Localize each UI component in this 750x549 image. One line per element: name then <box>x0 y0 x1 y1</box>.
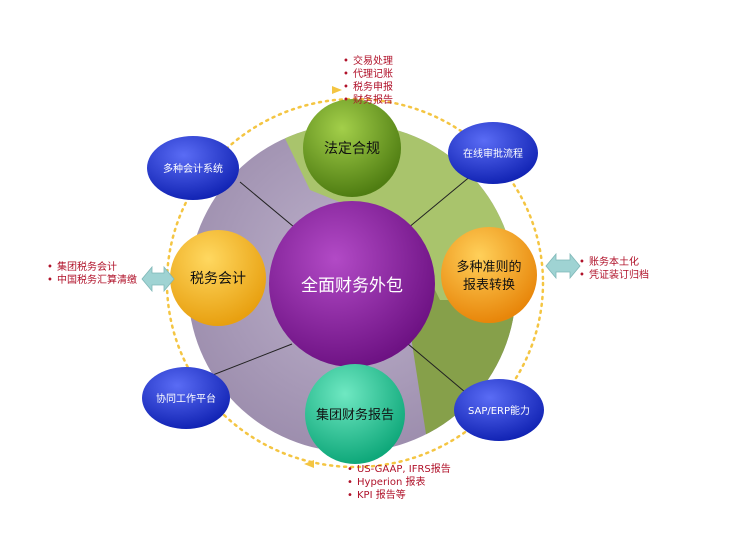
compliance-node <box>303 99 401 197</box>
list-item: 中国税务汇算清缴 <box>47 274 137 287</box>
sap-erp-label: SAP/ERP能力 <box>468 404 530 417</box>
list-item: 账务本土化 <box>579 256 649 269</box>
double-arrow-right-icon <box>545 252 581 280</box>
group-report-node <box>305 364 405 464</box>
list-item: 凭证装订归档 <box>579 269 649 282</box>
list-item: 交易处理 <box>343 55 393 68</box>
tax-accounting-label: 税务会计 <box>190 271 246 287</box>
sap-erp-node <box>454 379 544 441</box>
tax-accounting-node <box>170 230 266 326</box>
compliance-label: 法定合规 <box>324 141 380 157</box>
bullet-list-bottom: US-GAAP, IFRS报告 Hyperion 报表 KPI 报告等 <box>347 463 451 502</box>
multi-standard-node <box>441 227 537 323</box>
list-item: 代理记账 <box>343 68 393 81</box>
list-item: 集团税务会计 <box>47 261 137 274</box>
list-item: US-GAAP, IFRS报告 <box>347 463 451 476</box>
multi-standard-line1: 多种准则的 <box>456 259 521 275</box>
collab-platform-label: 协同工作平台 <box>156 392 216 405</box>
accounting-systems-label: 多种会计系统 <box>163 162 223 175</box>
center-node <box>269 201 435 367</box>
connector-line <box>407 169 479 229</box>
center-label: 全面财务外包 <box>301 276 403 296</box>
connector-line <box>199 343 293 381</box>
connector-line <box>407 343 466 393</box>
bullet-list-right: 账务本土化 凭证装订归档 <box>579 256 649 282</box>
list-item: KPI 报告等 <box>347 489 451 502</box>
list-item: 财务报告 <box>343 94 393 107</box>
bullet-list-left: 集团税务会计 中国税务汇算清缴 <box>47 261 137 287</box>
group-report-label: 集团财务报告 <box>316 407 394 423</box>
accounting-systems-node <box>147 136 239 200</box>
online-approval-label: 在线审批流程 <box>463 147 523 160</box>
orbit-arrow-icon <box>304 460 314 468</box>
double-arrow-left-icon <box>141 265 175 293</box>
list-item: Hyperion 报表 <box>347 476 451 489</box>
orbit-arrow-icon <box>332 86 342 94</box>
online-approval-node <box>448 122 538 184</box>
list-item: 税务申报 <box>343 81 393 94</box>
multi-standard-line2: 报表转换 <box>463 278 515 293</box>
collab-platform-node <box>142 367 230 429</box>
connector-line <box>239 181 301 233</box>
bullet-list-top: 交易处理 代理记账 税务申报 财务报告 <box>343 55 393 107</box>
